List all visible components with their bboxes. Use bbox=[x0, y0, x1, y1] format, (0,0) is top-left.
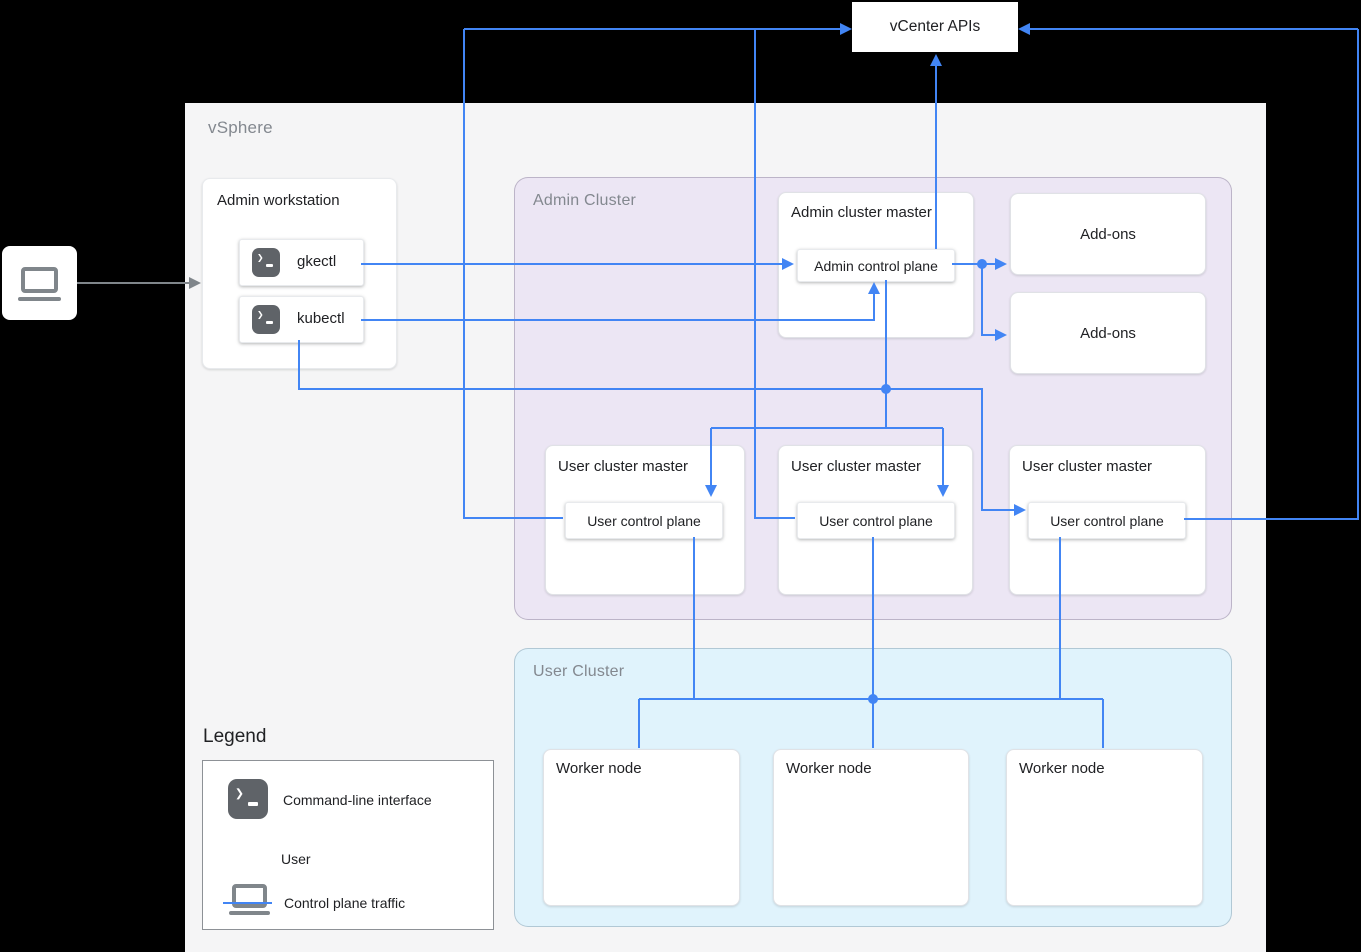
worker-node-title-1: Worker node bbox=[556, 760, 642, 777]
user-control-plane-2: User control plane bbox=[797, 502, 955, 539]
admin-workstation-box: Admin workstation ❯ gkectl ❯ kubectl bbox=[202, 178, 397, 369]
legend-item-user-label: User bbox=[281, 851, 311, 867]
user-cluster-label: User Cluster bbox=[533, 663, 625, 680]
admin-control-plane: Admin control plane bbox=[797, 249, 955, 282]
worker-node-box-2: Worker node bbox=[773, 749, 969, 906]
admin-control-plane-label: Admin control plane bbox=[814, 257, 938, 274]
addons-label-2: Add-ons bbox=[1080, 324, 1136, 342]
addons-label-1: Add-ons bbox=[1080, 225, 1136, 243]
vcenter-apis-label: vCenter APIs bbox=[889, 18, 981, 35]
user-control-plane-label-1: User control plane bbox=[587, 512, 701, 529]
terminal-icon: ❯ bbox=[228, 779, 268, 819]
vcenter-apis-box: vCenter APIs bbox=[852, 2, 1018, 52]
vsphere-label: vSphere bbox=[208, 118, 273, 137]
legend-title: Legend bbox=[203, 726, 267, 747]
user-cluster-master-title-1: User cluster master bbox=[558, 458, 689, 475]
arrowhead bbox=[1018, 23, 1030, 35]
user-control-plane-3: User control plane bbox=[1028, 502, 1186, 539]
terminal-icon: ❯ bbox=[252, 248, 280, 277]
blue-line-sample bbox=[223, 902, 272, 904]
laptop-icon bbox=[229, 884, 522, 915]
kubectl-chip: ❯ kubectl bbox=[239, 296, 364, 343]
user-control-plane-1: User control plane bbox=[565, 502, 723, 539]
admin-cluster-label: Admin Cluster bbox=[533, 192, 637, 209]
admin-cluster-master-title: Admin cluster master bbox=[791, 204, 932, 221]
user-box bbox=[2, 246, 77, 320]
user-control-plane-label-2: User control plane bbox=[819, 512, 933, 529]
terminal-icon: ❯ bbox=[252, 305, 280, 334]
worker-node-box-3: Worker node bbox=[1006, 749, 1203, 906]
user-cluster-group: User Cluster Worker node Worker node Wor… bbox=[514, 648, 1232, 927]
gkectl-chip: ❯ gkectl bbox=[239, 239, 364, 286]
arrowhead bbox=[930, 54, 942, 66]
legend-item-traffic-label: Control plane traffic bbox=[284, 895, 406, 911]
vsphere-panel: vSphere Admin Cluster Admin cluster mast… bbox=[185, 103, 1266, 952]
user-cluster-master-title-3: User cluster master bbox=[1022, 458, 1153, 475]
kubectl-label: kubectl bbox=[297, 310, 345, 327]
arrowhead bbox=[840, 23, 852, 35]
user-cluster-master-title-2: User cluster master bbox=[791, 458, 922, 475]
legend-box: ❯ Command-line interface User Control pl… bbox=[202, 760, 494, 930]
worker-node-title-2: Worker node bbox=[786, 760, 872, 777]
legend-item-cli-label: Command-line interface bbox=[283, 792, 432, 808]
gkectl-label: gkectl bbox=[297, 253, 337, 270]
worker-node-box-1: Worker node bbox=[543, 749, 740, 906]
admin-workstation-title: Admin workstation bbox=[217, 192, 340, 209]
addons-box-1: Add-ons bbox=[1010, 193, 1206, 275]
admin-cluster-group: Admin Cluster Admin cluster master Admin… bbox=[514, 177, 1232, 620]
addons-box-2: Add-ons bbox=[1010, 292, 1206, 374]
user-control-plane-label-3: User control plane bbox=[1050, 512, 1164, 529]
laptop-icon bbox=[18, 267, 96, 301]
worker-node-title-3: Worker node bbox=[1019, 760, 1105, 777]
